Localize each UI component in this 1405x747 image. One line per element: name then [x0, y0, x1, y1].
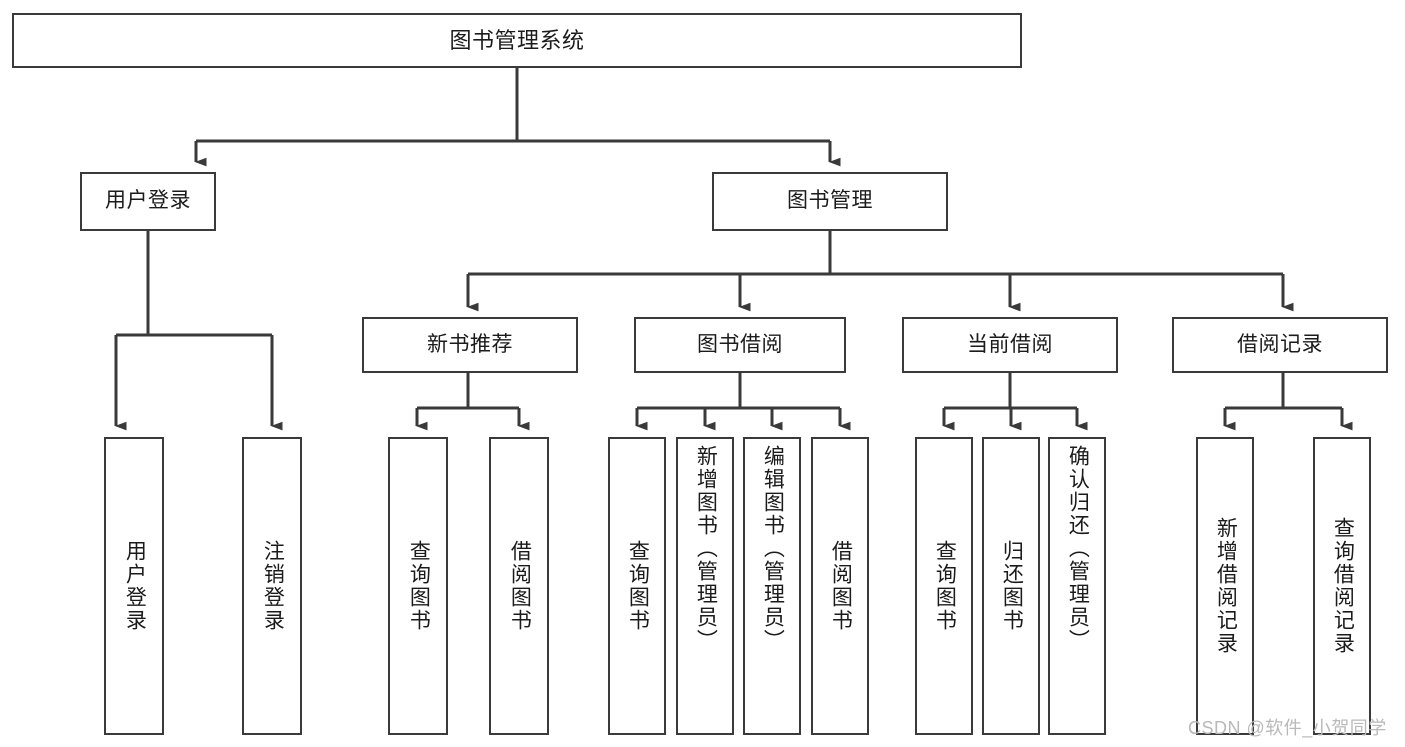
node-label: 用户登录	[105, 189, 191, 213]
node-label: 图书管理	[787, 189, 873, 213]
node-label: 查询图书	[933, 540, 957, 632]
leaf-book-borrow-edit-book-admin[interactable]: 编辑图书（管理员）	[743, 437, 801, 735]
node-book-borrow[interactable]: 图书借阅	[634, 317, 846, 373]
csdn-watermark: CSDN @软件_小贺同学	[1188, 718, 1387, 738]
node-label: 注销登录	[261, 540, 285, 632]
node-user-login[interactable]: 用户登录	[80, 172, 216, 231]
leaf-user-login-login[interactable]: 用户登录	[104, 437, 164, 735]
leaf-book-borrow-add-book-admin[interactable]: 新增图书（管理员）	[676, 437, 734, 735]
leaf-current-borrow-return-book[interactable]: 归还图书	[982, 437, 1040, 735]
node-label: 图书借阅	[697, 332, 783, 356]
leaf-borrow-record-query-record[interactable]: 查询借阅记录	[1313, 437, 1371, 735]
leaf-user-login-logout[interactable]: 注销登录	[242, 437, 302, 735]
node-label: 编辑图书（管理员）	[761, 445, 785, 652]
node-label: 新增借阅记录	[1214, 517, 1238, 655]
leaf-current-borrow-confirm-return-admin[interactable]: 确认归还（管理员）	[1048, 437, 1106, 735]
leaf-new-book-query-book[interactable]: 查询图书	[388, 437, 448, 735]
node-label: 新书推荐	[427, 332, 513, 356]
node-label: 查询借阅记录	[1331, 517, 1355, 655]
node-label: 借阅图书	[508, 540, 532, 632]
node-label: 图书管理系统	[449, 27, 585, 53]
node-label: 借阅图书	[829, 540, 853, 632]
node-root-book-management-system[interactable]: 图书管理系统	[12, 13, 1022, 68]
node-label: 确认归还（管理员）	[1066, 445, 1090, 652]
node-book-management[interactable]: 图书管理	[712, 172, 948, 231]
node-label: 新增图书（管理员）	[694, 445, 718, 652]
node-current-borrow[interactable]: 当前借阅	[902, 317, 1118, 373]
node-label: 归还图书	[1000, 540, 1024, 632]
leaf-book-borrow-borrow-book[interactable]: 借阅图书	[811, 437, 869, 735]
leaf-new-book-borrow-book[interactable]: 借阅图书	[489, 437, 549, 735]
leaf-borrow-record-add-record[interactable]: 新增借阅记录	[1196, 437, 1254, 735]
node-borrow-record[interactable]: 借阅记录	[1172, 317, 1388, 373]
leaf-book-borrow-query-book[interactable]: 查询图书	[608, 437, 666, 735]
leaf-current-borrow-query-book[interactable]: 查询图书	[915, 437, 973, 735]
node-label: 查询图书	[626, 540, 650, 632]
node-new-book-recommend[interactable]: 新书推荐	[362, 317, 578, 373]
node-label: 借阅记录	[1237, 332, 1323, 356]
node-label: 查询图书	[407, 540, 431, 632]
node-label: 用户登录	[123, 540, 147, 632]
node-label: 当前借阅	[967, 332, 1053, 356]
